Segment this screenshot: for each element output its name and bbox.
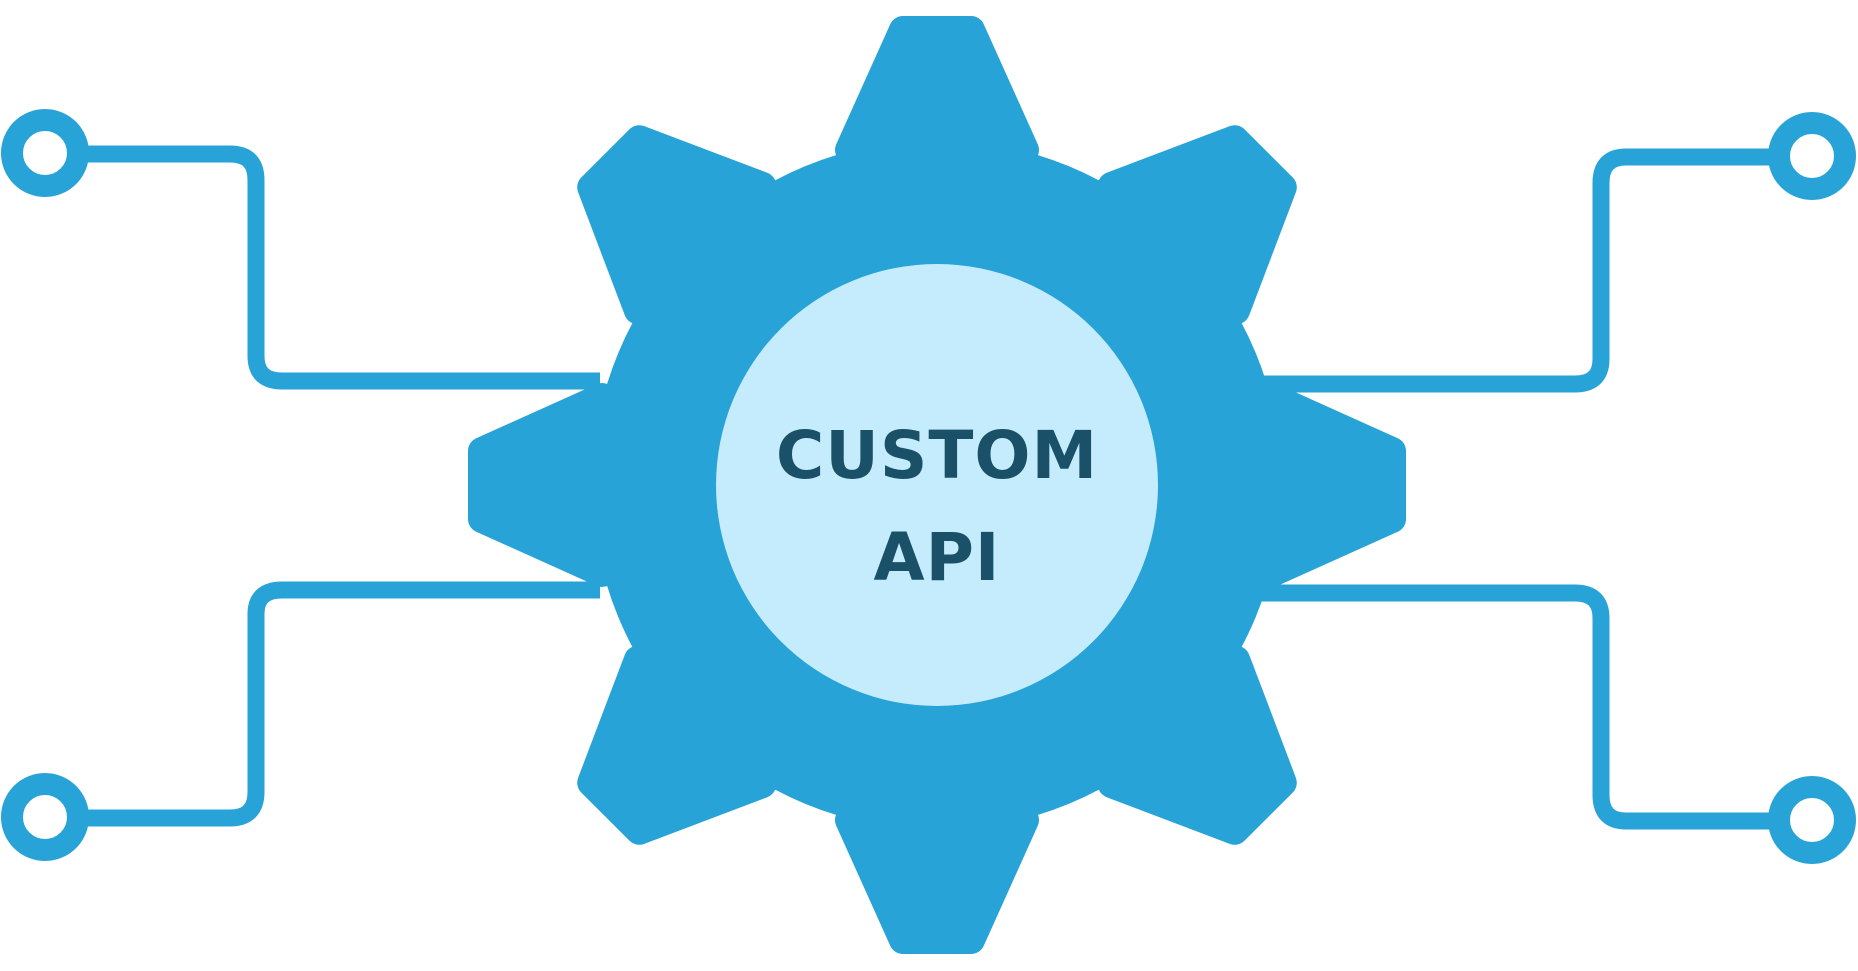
gear-tooth: [1097, 125, 1297, 325]
gear-tooth: [1097, 645, 1297, 845]
connector-node-icon: [1768, 776, 1856, 864]
gear-tooth: [835, 806, 1039, 954]
gear-tooth: [835, 16, 1039, 164]
gear-tooth: [577, 125, 777, 325]
connector-node-icon: [1768, 112, 1856, 200]
gear-hub: [716, 264, 1158, 706]
gear-tooth: [577, 645, 777, 845]
gear-tooth: [468, 383, 616, 587]
connector-line-bottom-left: [84, 581, 600, 827]
gear-tooth: [1258, 383, 1406, 587]
gear-icon: [468, 16, 1406, 954]
connector-line-top-left: [84, 145, 600, 390]
connector-node-icon: [1, 773, 89, 861]
center-title-line-1: CUSTOM: [775, 417, 1099, 494]
connector-node-icon: [1, 109, 89, 197]
connector-line-top-right: [1260, 148, 1773, 393]
center-title-line-2: API: [873, 519, 1001, 596]
connector-line-bottom-right: [1260, 584, 1773, 830]
